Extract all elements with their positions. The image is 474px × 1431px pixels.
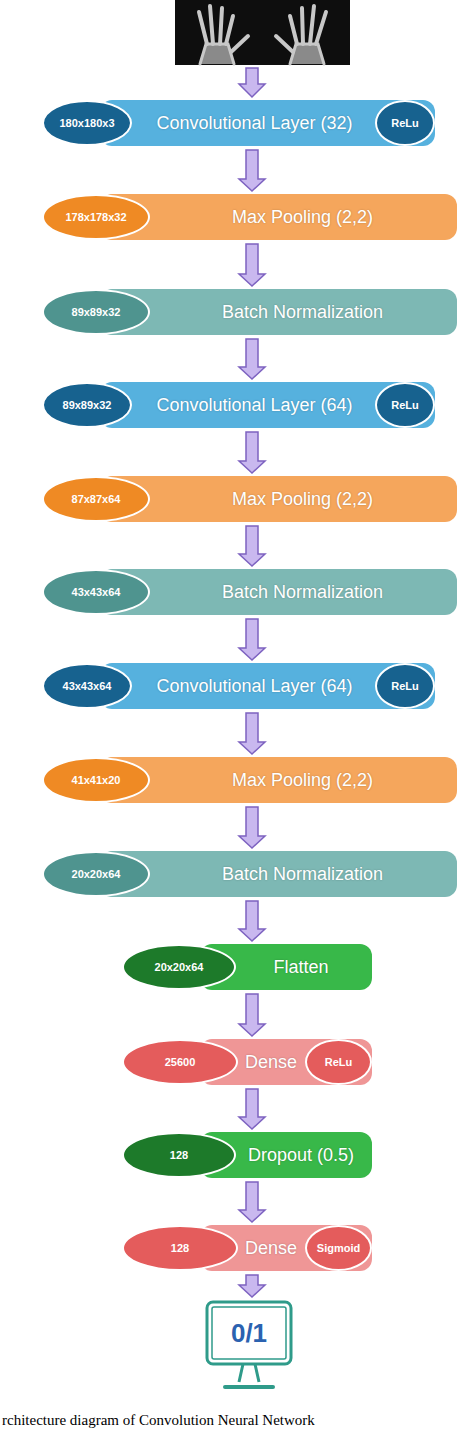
activation-oval: ReLu — [305, 1039, 372, 1085]
shape-oval: 43x43x64 — [42, 663, 132, 709]
activation-oval: ReLu — [375, 382, 435, 428]
finger — [210, 6, 213, 44]
screen-area: 0/1 — [213, 1308, 285, 1358]
shape-label: 128 — [170, 1149, 188, 1161]
shape-oval: 20x20x64 — [122, 944, 236, 990]
left-palm — [200, 44, 234, 64]
layer-band: Max Pooling (2,2) — [100, 194, 457, 240]
layer-name: Max Pooling (2,2) — [232, 489, 373, 510]
layer-name: Dropout (0.5) — [248, 1145, 354, 1166]
shape-oval: 41x41x20 — [42, 757, 150, 803]
shape-label: 89x89x32 — [63, 399, 112, 411]
finger — [316, 12, 326, 44]
figure-caption: rchitecture diagram of Convolution Neura… — [2, 1412, 315, 1429]
thumb — [276, 36, 293, 52]
layer-band: Batch Normalization — [100, 569, 457, 615]
shape-oval: 20x20x64 — [42, 851, 150, 897]
shape-oval: 178x178x32 — [42, 194, 150, 240]
flow-arrow — [239, 713, 265, 754]
shape-label: 20x20x64 — [155, 961, 204, 973]
layer-name: Batch Normalization — [222, 582, 383, 603]
shape-label: ReLu — [391, 117, 419, 129]
finger — [302, 8, 303, 44]
flow-arrow — [239, 150, 265, 191]
layer-band: Batch Normalization — [100, 851, 457, 897]
flow-arrow — [239, 1275, 265, 1297]
layer-name: Dense — [245, 1238, 297, 1259]
layer-name: Convolutional Layer (64) — [156, 395, 352, 416]
shape-label: 128 — [171, 1242, 189, 1254]
shape-label: 180x180x3 — [59, 117, 114, 129]
finger — [220, 8, 222, 44]
monitor-frame — [207, 1302, 291, 1364]
layer-band: Batch Normalization — [100, 289, 457, 335]
shape-label: 89x89x32 — [72, 306, 121, 318]
finger — [290, 16, 297, 44]
shape-label: 41x41x20 — [72, 774, 121, 786]
monitor-base — [225, 1385, 273, 1389]
layer-name: Convolutional Layer (64) — [156, 676, 352, 697]
flow-arrow — [239, 901, 265, 941]
shape-oval: 89x89x32 — [42, 382, 132, 428]
layer-name: Batch Normalization — [222, 302, 383, 323]
monitor-screen — [212, 1307, 286, 1359]
flow-arrow — [239, 432, 265, 473]
shape-label: 87x87x64 — [72, 493, 121, 505]
left-hand — [199, 6, 248, 64]
shape-label: ReLu — [391, 399, 419, 411]
layer-name: Convolutional Layer (32) — [156, 113, 352, 134]
shape-label: 43x43x64 — [63, 680, 112, 692]
flow-arrow — [239, 619, 265, 660]
flow-arrow — [239, 994, 265, 1036]
shape-label: ReLu — [391, 680, 419, 692]
flow-arrow — [239, 1089, 265, 1129]
shape-label: 178x178x32 — [65, 211, 126, 223]
activation-oval: ReLu — [375, 663, 435, 709]
shape-oval: 128 — [122, 1225, 238, 1271]
finger — [310, 6, 314, 44]
layer-name: Flatten — [273, 957, 328, 978]
shape-oval: 89x89x32 — [42, 289, 150, 335]
shape-label: 20x20x64 — [72, 868, 121, 880]
right-hand — [276, 6, 326, 64]
shape-oval: 180x180x3 — [42, 100, 132, 146]
layer-name: Max Pooling (2,2) — [232, 207, 373, 228]
flow-arrow — [239, 244, 265, 286]
flow-arrow — [239, 807, 265, 848]
layer-name: Dense — [245, 1052, 297, 1073]
monitor-neck — [239, 1364, 259, 1382]
layer-band: Max Pooling (2,2) — [100, 476, 457, 522]
shape-oval: 25600 — [122, 1039, 238, 1085]
finger — [199, 12, 207, 44]
output-value: 0/1 — [231, 1318, 267, 1349]
xray-ground — [175, 0, 350, 65]
activation-oval: ReLu — [375, 100, 435, 146]
thumb — [231, 36, 248, 52]
flow-arrow — [239, 339, 265, 379]
activation-oval: Sigmoid — [305, 1225, 372, 1271]
layer-band: Max Pooling (2,2) — [100, 757, 457, 803]
shape-label: 25600 — [165, 1056, 196, 1068]
flow-arrow — [239, 1182, 265, 1222]
shape-oval: 87x87x64 — [42, 476, 150, 522]
layer-name: Batch Normalization — [222, 864, 383, 885]
output-monitor: 0/1 — [205, 1300, 293, 1392]
input-arrow — [239, 68, 265, 97]
shape-oval: 43x43x64 — [42, 569, 150, 615]
shape-label: Sigmoid — [317, 1242, 360, 1254]
flow-arrow — [239, 526, 265, 566]
shape-label: ReLu — [325, 1056, 353, 1068]
shape-oval: 128 — [122, 1132, 236, 1178]
finger — [226, 16, 233, 44]
shape-label: 43x43x64 — [72, 586, 121, 598]
layer-name: Max Pooling (2,2) — [232, 770, 373, 791]
right-palm — [290, 44, 324, 64]
